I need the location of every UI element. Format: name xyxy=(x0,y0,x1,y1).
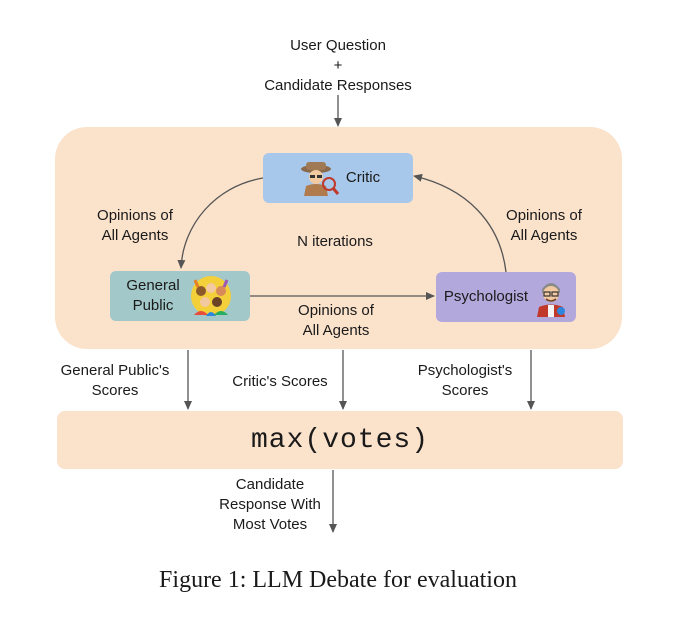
critic-to-public-arrow xyxy=(177,177,264,269)
psych-to-critic-label: Opinions of All Agents xyxy=(506,207,582,244)
critic-scores-label: Critic's Scores xyxy=(232,373,328,390)
output-label: Candidate Response With Most Votes xyxy=(219,476,321,533)
psych-to-critic-arrow xyxy=(413,173,507,273)
max-votes-box: max(votes) xyxy=(57,411,623,469)
caption-prefix: Figure 1: xyxy=(159,567,247,593)
critic-to-public-label: Opinions of All Agents xyxy=(97,207,173,244)
general-public-node: General Public xyxy=(110,271,250,321)
caption-text: LLM Debate for evaluation xyxy=(252,567,517,593)
psychologist-label: Psychologist xyxy=(443,288,529,305)
detective-icon xyxy=(296,160,340,196)
crowd-icon xyxy=(188,275,234,317)
input-label: User Question + Candidate Responses xyxy=(264,37,412,94)
max-votes-label: max(votes) xyxy=(250,424,430,456)
psychologist-node: Psychologist xyxy=(436,272,576,322)
general-public-label: General Public xyxy=(126,277,180,314)
critic-node: Critic xyxy=(263,153,413,203)
iterations-label: N iterations xyxy=(297,233,373,250)
figure-caption: Figure 1: LLM Debate for evaluation xyxy=(0,567,676,594)
critic-label: Critic xyxy=(345,169,381,186)
psychologist-icon xyxy=(534,277,568,317)
general-public-scores-label: General Public's Scores xyxy=(60,362,170,399)
psychologist-scores-label: Psychologist's Scores xyxy=(417,362,513,399)
public-to-psych-label: Opinions of All Agents xyxy=(298,302,374,339)
